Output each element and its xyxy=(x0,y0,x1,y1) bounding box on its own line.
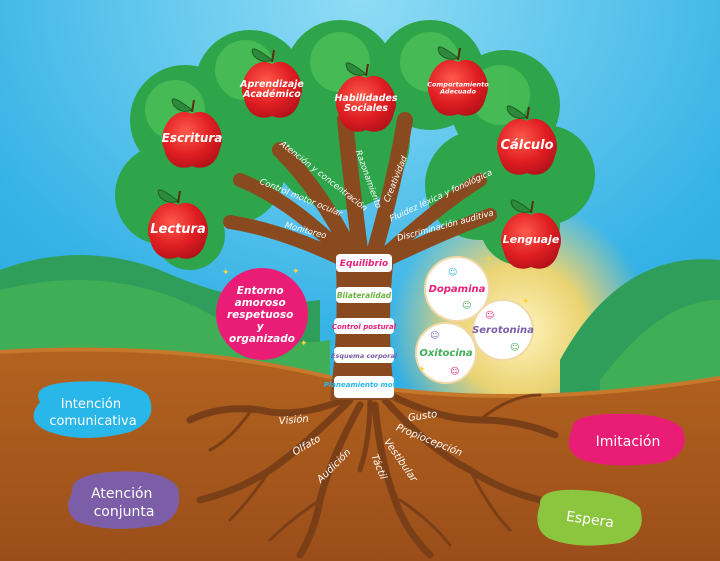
apple-stem xyxy=(457,47,461,61)
apple-leaf-icon xyxy=(345,62,368,76)
oxitocina-label: Oxitocina xyxy=(419,348,473,359)
apple-leaf-icon xyxy=(157,189,180,203)
trunk-label: Equilibrio xyxy=(340,259,388,269)
espera-label: Espera xyxy=(565,509,615,532)
apple-calculo: Cálculo xyxy=(497,105,557,175)
apple-label: Lenguaje xyxy=(503,233,560,246)
smiley-icon: ☺ xyxy=(430,330,439,341)
dopamina-bubble: Dopamina ☺ ☺ xyxy=(424,256,490,322)
trunk-bands: Equilibrio Bilateralidad Control postura… xyxy=(324,254,405,398)
environment-bubble: Entorno amoroso respetuoso y organizado xyxy=(216,268,308,360)
apple-lectura: Lectura xyxy=(148,189,208,259)
apple-icon xyxy=(336,75,396,132)
apple-icon xyxy=(428,59,488,116)
smiley-icon: ☺ xyxy=(485,310,494,321)
apple-icon xyxy=(497,118,557,175)
svg-text:✦: ✦ xyxy=(292,267,300,277)
apple-label: Escritura xyxy=(162,131,223,145)
svg-text:✦: ✦ xyxy=(222,268,230,278)
apple-stem xyxy=(177,190,181,204)
smiley-icon: ☺ xyxy=(462,300,471,311)
branches xyxy=(223,112,497,265)
apple-stem xyxy=(365,63,369,77)
trunk-label: Esquema corporal xyxy=(331,352,398,360)
sparkles: ✦ ✦ ✦ ✦ ✦ ✦ xyxy=(222,255,530,375)
apple-leaf-icon xyxy=(171,98,194,112)
apple-stem xyxy=(530,200,534,214)
environment-label: Entorno amoroso respetuoso y organizado xyxy=(227,285,297,345)
svg-text:✦: ✦ xyxy=(485,255,493,265)
apple-leaf-icon xyxy=(506,105,529,119)
oxitocina-bubble: Oxitocina ☺ ☺ xyxy=(415,322,477,384)
smiley-icon: ☺ xyxy=(448,267,457,278)
trunk-label: Control postural xyxy=(332,323,397,331)
intencion-blob: Intención comunicativa xyxy=(33,381,152,439)
dopamina-label: Dopamina xyxy=(429,284,486,295)
trunk-label: Planeamiento motor xyxy=(324,381,405,389)
apple-label: Lectura xyxy=(150,222,205,237)
apple-leaf-icon xyxy=(437,46,460,60)
imitacion-label: Imitación xyxy=(596,434,661,450)
smiley-icon: ☺ xyxy=(450,366,459,377)
svg-text:✦: ✦ xyxy=(522,297,530,307)
apple-leaf-icon xyxy=(251,48,274,62)
apple-lenguaje: Lenguaje xyxy=(501,199,561,269)
apple-icon xyxy=(242,61,302,118)
apple-icon xyxy=(162,111,222,168)
apple-label: Cálculo xyxy=(500,138,553,153)
roots xyxy=(186,391,559,559)
root-label: Gusto xyxy=(407,409,438,424)
trunk-label: Bilateralidad xyxy=(337,291,392,300)
apple-stem xyxy=(526,106,530,120)
imitacion-blob: Imitación xyxy=(568,413,685,466)
intencion-label: Intención comunicativa xyxy=(49,397,136,429)
apple-icon xyxy=(501,212,561,269)
espera-blob: Espera xyxy=(537,489,642,546)
atencion-blob: Atención conjunta xyxy=(68,471,180,529)
apple-leaf-icon xyxy=(510,199,533,213)
apple-stem xyxy=(271,49,275,63)
apple-stem xyxy=(191,99,195,113)
apple-escritura: Escritura xyxy=(162,98,223,168)
svg-text:✦: ✦ xyxy=(418,365,426,375)
serotonina-bubble: Serotonina ☺ ☺ xyxy=(472,299,534,361)
root-label: Visión xyxy=(278,413,309,428)
serotonina-label: Serotonina xyxy=(472,325,534,336)
atencion-label: Atención conjunta xyxy=(91,486,157,520)
svg-text:✦: ✦ xyxy=(300,339,308,349)
smiley-icon: ☺ xyxy=(510,342,519,353)
apple-icon xyxy=(148,202,208,259)
